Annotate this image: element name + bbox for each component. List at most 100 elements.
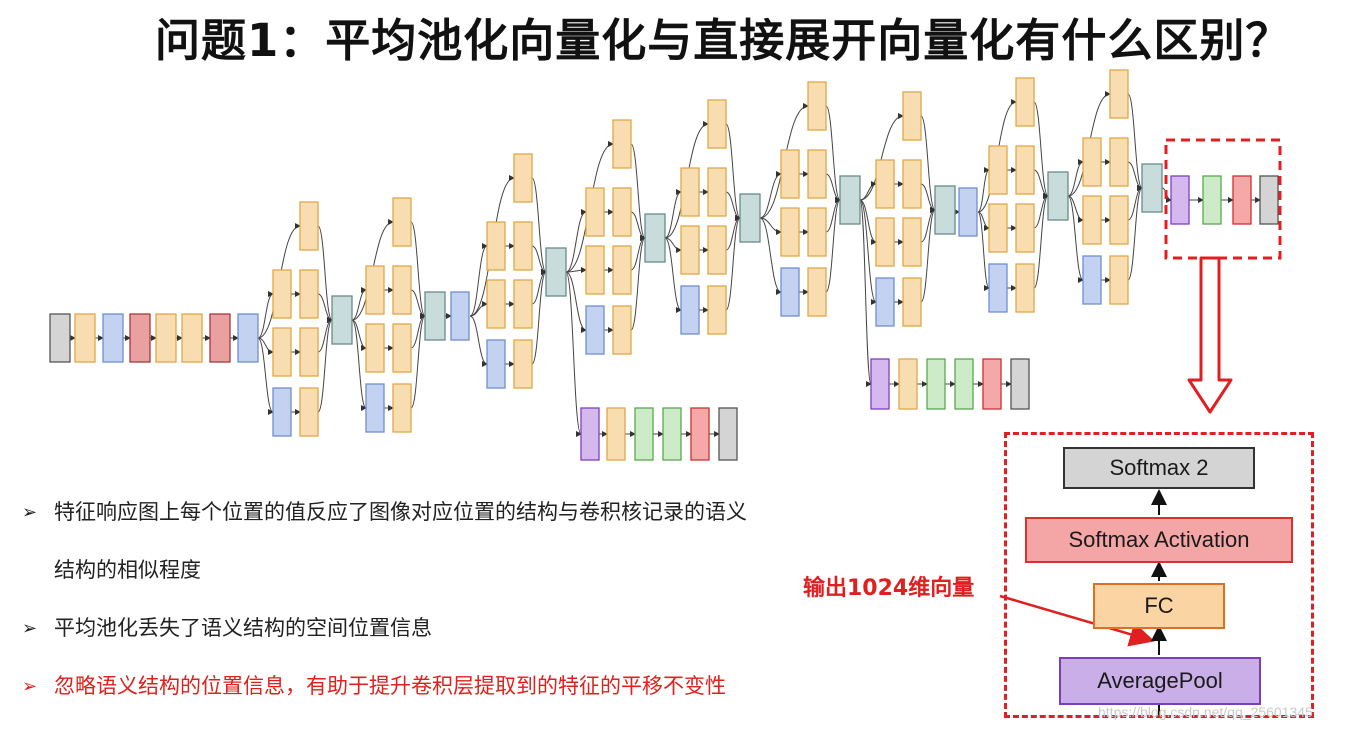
layer-edge [565,209,587,273]
layer-edge [1127,185,1143,281]
bullet-item: ➢ 平均池化丢失了语义结构的空间位置信息 [22,614,982,643]
layer-node-conv [74,313,96,363]
layer-node-concat [545,247,567,297]
layer-edge [759,217,782,295]
layer-node-conv [299,269,319,319]
layer-edge [859,199,877,305]
bullet-text: 特征响应图上每个位置的值反应了图像对应位置的结构与卷积核记录的语义 [54,500,747,524]
layer-node-conv [365,323,385,373]
highlight-box [1164,138,1282,260]
layer-node-conv [513,221,533,271]
layer-node-conv [780,149,800,199]
layer-node-concat [644,213,666,263]
layer-node-conv [902,91,922,141]
softmax2-block: Softmax 2 [1063,447,1255,489]
layer-node-sact [690,407,710,461]
layer-edge [1067,195,1084,223]
layer-node-conv [1015,203,1035,253]
layer-edge [977,167,990,213]
layer-node-concat [1047,171,1069,221]
layer-node-lrn [209,313,231,363]
layer-edge [630,143,646,241]
layer-node-conv [1082,137,1102,187]
layer-node-sact [982,358,1002,410]
bullet-marker: ➢ [22,676,38,697]
layer-node-conv [902,217,922,267]
layer-node-conv [612,305,632,355]
layer-node-concat [739,193,761,243]
layer-node-conv [1109,69,1129,119]
layer-node-pool [1082,255,1102,305]
layer-node-conv [902,159,922,209]
layer-edge [725,215,741,311]
layer-edge [977,211,990,231]
fc-block: FC [1093,583,1225,629]
layer-node-conv [707,167,727,217]
layer-node-conv [513,279,533,329]
layer-edge [531,177,547,275]
layer-edge [469,243,488,317]
layer-edge [351,319,367,411]
layer-node-conv [513,339,533,389]
layer-node-conv [486,279,506,329]
layer-node-conv [898,358,918,410]
layer-node-conv [707,225,727,275]
network-nodes [49,69,1279,461]
layer-edge [664,237,682,253]
layer-node-pool [585,305,605,355]
down-arrow-icon [1187,256,1233,414]
layer-node-smax [1010,358,1030,410]
layer-node-conv [988,203,1008,253]
layer-node-pool [780,267,800,317]
layer-node-conv [392,265,412,315]
layer-node-avg [580,407,600,461]
layer-edge [565,267,587,274]
layer-node-fc [634,407,654,461]
bullet-text: 结构的相似程度 [54,558,201,582]
layer-edge [1033,101,1049,199]
layer-node-conv [1109,137,1129,187]
layer-edge [317,317,333,413]
layer-node-pool [958,187,978,237]
layer-node-conv [1109,195,1129,245]
layer-node-conv [612,119,632,169]
layer-node-conv [299,387,319,437]
layer-edge [317,225,333,323]
layer-node-conv [392,197,412,247]
layer-node-conv [807,81,827,131]
layer-edge [664,237,682,313]
layer-edge [859,181,877,201]
layer-node-concat [839,175,861,225]
layer-edge [410,221,426,319]
layer-node-input [49,313,71,363]
layer-node-avg [1170,175,1190,225]
layer-node-pool [450,291,470,341]
layer-edge [257,337,274,355]
layer-node-conv [1082,195,1102,245]
layer-node-conv [486,221,506,271]
layer-node-conv [807,207,827,257]
average-pool-block: AveragePool [1059,657,1261,705]
layer-edge [725,123,741,221]
layer-node-fc [954,358,974,410]
layer-edge [920,207,936,303]
layer-node-pool [102,313,124,363]
callout-pointer-arrow [999,594,1155,647]
layer-node-conv [272,327,292,377]
softmax-activation-block: Softmax Activation [1025,517,1293,563]
layer-node-conv [780,207,800,257]
layer-node-conv [1109,255,1129,305]
layer-node-pool [875,277,895,327]
bullet-marker: ➢ [22,502,38,523]
layer-edge [920,115,936,213]
callout-connectors [1151,489,1167,715]
layer-node-pool [237,313,259,363]
layer-node-conv [392,383,412,433]
layer-node-conv [807,267,827,317]
layer-node-sact [1232,175,1252,225]
layer-node-conv [1015,77,1035,127]
layer-node-concat [1141,163,1163,213]
layer-node-smax [1259,175,1279,225]
layer-edge [859,113,904,201]
